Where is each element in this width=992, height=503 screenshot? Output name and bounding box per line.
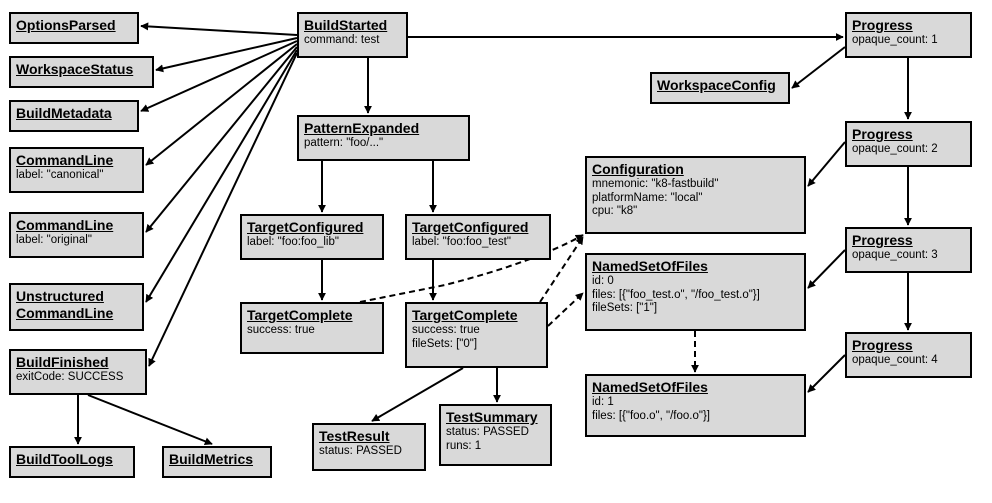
progress-3-title: Progress <box>852 232 913 248</box>
progress-3-count: opaque_count: 3 <box>852 248 938 261</box>
build-metrics-node: BuildMetrics <box>162 446 272 478</box>
named-set-of-files-1-node: NamedSetOfFiles id: 1 files: [{"foo.o", … <box>585 374 806 437</box>
target-complete-test-node: TargetComplete success: true fileSets: [… <box>405 302 548 368</box>
progress-4-title: Progress <box>852 337 913 353</box>
test-summary-status: status: PASSED <box>446 425 529 438</box>
progress-1-title: Progress <box>852 17 913 33</box>
progress-1-count: opaque_count: 1 <box>852 33 938 46</box>
pattern-expanded-pattern: pattern: "foo/..." <box>304 136 384 149</box>
edge-progress-2-to-configuration <box>807 141 846 187</box>
unstructured-command-line-title-line-1: Unstructured <box>16 288 104 304</box>
target-complete-test-success: success: true <box>412 323 480 336</box>
edge-build-finished-to-build-metrics <box>87 394 213 446</box>
workspace-config-node: WorkspaceConfig <box>650 72 790 104</box>
test-summary-title: TestSummary <box>446 409 538 425</box>
named-set-of-files-0-filesets: fileSets: ["1"] <box>592 302 658 315</box>
build-metrics-title: BuildMetrics <box>169 451 254 467</box>
target-configured-test-title: TargetConfigured <box>412 219 529 235</box>
workspace-status-node: WorkspaceStatus <box>9 56 154 88</box>
command-line-canonical-label: label: "canonical" <box>16 168 104 181</box>
progress-4-count: opaque_count: 4 <box>852 353 938 366</box>
progress-2-title: Progress <box>852 126 913 142</box>
configuration-mnemonic: mnemonic: "k8-fastbuild" <box>592 177 719 190</box>
command-line-original-node: CommandLine label: "original" <box>9 212 144 258</box>
test-result-status: status: PASSED <box>319 444 402 457</box>
build-started-command: command: test <box>304 33 380 46</box>
edge-build-started-to-command-line-canonical <box>145 43 298 166</box>
progress-2-node: Progress opaque_count: 2 <box>845 121 972 167</box>
target-complete-lib-success: success: true <box>247 323 315 336</box>
edge-build-started-to-workspace-status <box>155 37 298 73</box>
build-tool-logs-node: BuildToolLogs <box>9 446 135 478</box>
test-summary-node: TestSummary status: PASSED runs: 1 <box>439 404 552 466</box>
named-set-of-files-0-id: id: 0 <box>592 274 614 287</box>
edge-target-complete-test-to-named-set-of-files-0 <box>547 292 584 327</box>
build-metadata-node: BuildMetadata <box>9 100 139 132</box>
edge-build-started-to-unstructured-command-line <box>145 49 298 303</box>
options-parsed-node: OptionsParsed <box>9 12 139 44</box>
test-result-title: TestResult <box>319 428 390 444</box>
named-set-of-files-0-files: files: [{"foo_test.o", "/foo_test.o"}] <box>592 288 760 301</box>
build-finished-title: BuildFinished <box>16 354 109 370</box>
test-result-node: TestResult status: PASSED <box>312 423 426 471</box>
edge-build-started-to-command-line-original <box>145 46 298 233</box>
workspace-status-title: WorkspaceStatus <box>16 61 134 77</box>
progress-3-node: Progress opaque_count: 3 <box>845 227 972 273</box>
target-complete-test-filesets: fileSets: ["0"] <box>412 337 478 350</box>
command-line-canonical-node: CommandLine label: "canonical" <box>9 147 144 193</box>
build-metadata-title: BuildMetadata <box>16 105 112 121</box>
named-set-of-files-0-title: NamedSetOfFiles <box>592 258 708 274</box>
named-set-of-files-1-title: NamedSetOfFiles <box>592 379 708 395</box>
progress-4-node: Progress opaque_count: 4 <box>845 332 972 378</box>
pattern-expanded-title: PatternExpanded <box>304 120 420 136</box>
command-line-canonical-title: CommandLine <box>16 152 114 168</box>
build-tool-logs-title: BuildToolLogs <box>16 451 113 467</box>
target-configured-test-node: TargetConfigured label: "foo:foo_test" <box>405 214 551 260</box>
target-complete-test-title: TargetComplete <box>412 307 518 323</box>
target-complete-lib-title: TargetComplete <box>247 307 353 323</box>
target-complete-lib-node: TargetComplete success: true <box>240 302 384 354</box>
edge-progress-1-to-workspace-config <box>791 46 846 89</box>
workspace-config-title: WorkspaceConfig <box>657 77 776 93</box>
target-configured-lib-node: TargetConfigured label: "foo:foo_lib" <box>240 214 384 260</box>
named-set-of-files-1-id: id: 1 <box>592 395 614 408</box>
configuration-cpu: cpu: "k8" <box>592 205 638 218</box>
configuration-title: Configuration <box>592 161 684 177</box>
build-finished-node: BuildFinished exitCode: SUCCESS <box>9 349 147 395</box>
build-started-node: BuildStarted command: test <box>297 12 408 58</box>
configuration-platform-name: platformName: "local" <box>592 191 703 204</box>
configuration-node: Configuration mnemonic: "k8-fastbuild" p… <box>585 156 806 234</box>
named-set-of-files-1-files: files: [{"foo.o", "/foo.o"}] <box>592 409 710 422</box>
pattern-expanded-node: PatternExpanded pattern: "foo/..." <box>297 115 470 161</box>
command-line-original-label: label: "original" <box>16 233 92 246</box>
target-configured-lib-label: label: "foo:foo_lib" <box>247 235 339 248</box>
build-started-title: BuildStarted <box>304 17 388 33</box>
options-parsed-title: OptionsParsed <box>16 17 116 33</box>
target-configured-test-label: label: "foo:foo_test" <box>412 235 511 248</box>
edge-build-started-to-options-parsed <box>140 22 298 36</box>
named-set-of-files-0-node: NamedSetOfFiles id: 0 files: [{"foo_test… <box>585 253 806 331</box>
edge-progress-3-to-named-set-of-files-0 <box>807 249 846 289</box>
unstructured-command-line-node: Unstructured CommandLine <box>9 283 144 331</box>
test-summary-runs: runs: 1 <box>446 439 482 452</box>
edge-progress-4-to-named-set-of-files-1 <box>807 354 846 393</box>
progress-2-count: opaque_count: 2 <box>852 142 938 155</box>
edge-build-started-to-build-metadata <box>140 40 298 112</box>
command-line-original-title: CommandLine <box>16 217 114 233</box>
build-finished-exit-code: exitCode: SUCCESS <box>16 370 124 383</box>
progress-1-node: Progress opaque_count: 1 <box>845 12 972 58</box>
unstructured-command-line-title-line-2: CommandLine <box>16 304 114 321</box>
target-configured-lib-title: TargetConfigured <box>247 219 364 235</box>
